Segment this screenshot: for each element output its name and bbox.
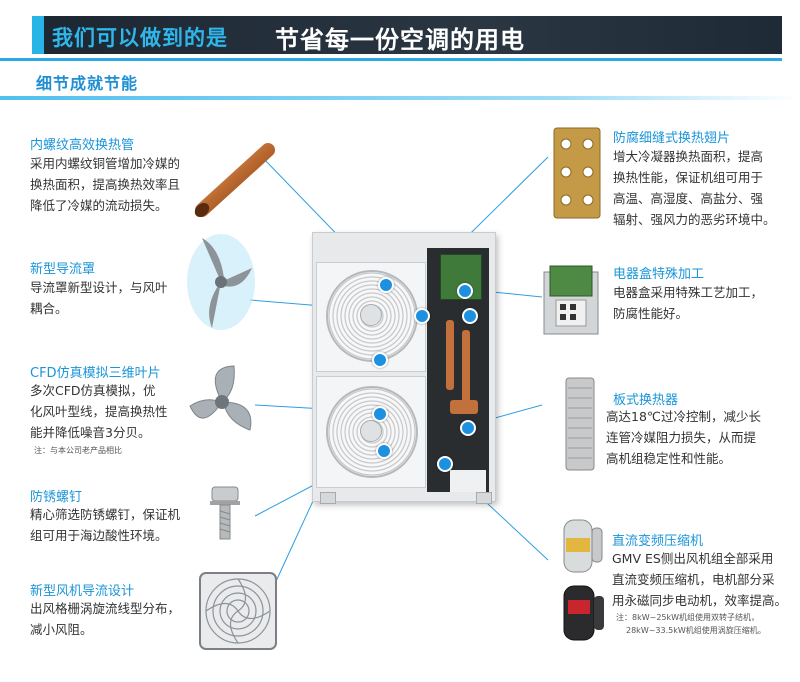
feature-title: 防锈螺钉 xyxy=(30,490,83,505)
plate-heat-exchanger-icon xyxy=(565,377,595,471)
marker-dot xyxy=(372,406,388,422)
marker-dot xyxy=(437,456,453,472)
feature-line: 电器盒采用特殊工艺加工， xyxy=(613,285,764,300)
feature-title: 新型风机导流设计 xyxy=(30,584,135,599)
marker-dot xyxy=(414,308,430,324)
header-divider xyxy=(0,58,782,61)
feature-line: 增大冷凝器换热面积，提高 xyxy=(613,149,764,164)
feature-text: 出风格栅涡旋流线型分布， 减小风阻。 xyxy=(30,598,180,640)
marker-dot xyxy=(378,277,394,293)
grille-icon xyxy=(199,572,277,650)
header-right-title: 节省每一份空调的用电 xyxy=(275,26,525,54)
subtitle-divider xyxy=(0,96,800,100)
header-accent-stripe xyxy=(32,16,44,54)
fan-blade-icon xyxy=(189,365,252,431)
feature-line: 用永磁同步电动机，效率提高。 xyxy=(612,593,788,608)
electrical-box-icon xyxy=(543,265,599,335)
feature-note: 注：8kW~25kW机组使用双转子结机， 28kW~33.5kW机组使用涡旋压缩… xyxy=(616,611,766,637)
feature-title: 内螺纹高效换热管 xyxy=(30,138,135,153)
screw-icon xyxy=(210,486,240,540)
compressor-icon xyxy=(563,519,604,641)
feature-line: 导流罩新型设计，与风叶 xyxy=(30,280,168,295)
fan-shroud-icon xyxy=(187,234,255,330)
feature-note-line: 28kW~33.5kW机组使用涡旋压缩机。 xyxy=(626,626,766,635)
feature-line: 耦合。 xyxy=(30,301,68,316)
feature-line: 连管冷媒阻力损失，从而提 xyxy=(606,430,757,445)
feature-line: 高达18℃过冷控制，减少长 xyxy=(606,409,761,424)
feature-text: 精心筛选防锈螺钉，保证机 组可用于海边酸性环境。 xyxy=(30,504,180,546)
fin-plate-icon xyxy=(553,127,601,219)
refrigerant-pipe xyxy=(462,330,470,410)
feature-title: 板式换热器 xyxy=(613,393,679,408)
feature-title: 新型导流罩 xyxy=(30,262,96,277)
feature-text: GMV ES侧出风机组全部采用 直流变频压缩机，电机部分采 用永磁同步电动机，效… xyxy=(612,548,787,611)
feature-line: 出风格栅涡旋流线型分布， xyxy=(30,601,181,616)
upper-fan-hub xyxy=(360,304,382,326)
header-left-title: 我们可以做到的是 xyxy=(52,26,228,50)
feature-text: 采用内螺纹铜管增加冷媒的 换热面积，提高换热效率且 降低了冷媒的流动损失。 xyxy=(30,153,180,216)
copper-tube-icon xyxy=(194,143,275,217)
section-subtitle: 细节成就节能 xyxy=(36,74,139,93)
feature-line: GMV ES侧出风机组全部采用 xyxy=(612,551,774,566)
marker-dot xyxy=(457,283,473,299)
feature-text: 电器盒采用特殊工艺加工， 防腐性能好。 xyxy=(613,282,763,324)
base-cover xyxy=(450,470,486,492)
feature-line: 辐射、强风力的恶劣环境中。 xyxy=(613,212,776,227)
marker-dot xyxy=(376,443,392,459)
feature-text: 增大冷凝器换热面积，提高 换热性能，保证机组可用于 高温、高湿度、高盐分、强 辐… xyxy=(613,146,776,230)
feature-line: 降低了冷媒的流动损失。 xyxy=(30,198,168,213)
feature-title: 防腐细缝式换热翅片 xyxy=(613,131,731,146)
feature-line: 直流变频压缩机，电机部分采 xyxy=(612,572,775,587)
feature-line: 精心筛选防锈螺钉，保证机 xyxy=(30,507,181,522)
feature-line: 换热性能，保证机组可用于 xyxy=(613,170,764,185)
feature-line: 减小风阻。 xyxy=(30,622,93,637)
feature-line: 多次CFD仿真模拟，优 xyxy=(30,383,156,398)
refrigerant-pipe xyxy=(446,320,454,390)
feature-line: 高温、高湿度、高盐分、强 xyxy=(613,191,764,206)
marker-dot xyxy=(372,352,388,368)
feature-text: 高达18℃过冷控制，减少长 连管冷媒阻力损失，从而提 高机组稳定性和性能。 xyxy=(606,406,761,469)
refrigerant-pipe xyxy=(450,400,478,414)
unit-foot xyxy=(476,492,492,504)
feature-line: 采用内螺纹铜管增加冷媒的 xyxy=(30,156,181,171)
feature-text: 多次CFD仿真模拟，优 化风叶型线，提高换热性 能并降低噪音3分贝。 xyxy=(30,380,168,443)
feature-line: 能并降低噪音3分贝。 xyxy=(30,425,151,440)
feature-line: 防腐性能好。 xyxy=(613,306,689,321)
feature-line: 高机组稳定性和性能。 xyxy=(606,451,732,466)
feature-text: 导流罩新型设计，与风叶 耦合。 xyxy=(30,277,168,319)
feature-line: 化风叶型线，提高换热性 xyxy=(30,404,168,419)
unit-foot xyxy=(320,492,336,504)
feature-line: 换热面积，提高换热效率且 xyxy=(30,177,181,192)
feature-title: CFD仿真模拟三维叶片 xyxy=(30,366,161,381)
marker-dot xyxy=(462,308,478,324)
feature-note-line: 注：8kW~25kW机组使用双转子结机， xyxy=(616,613,760,622)
header-banner xyxy=(32,16,782,54)
marker-dot xyxy=(460,420,476,436)
feature-note: 注：与本公司老产品相比 xyxy=(34,446,122,455)
lower-fan-hub xyxy=(360,420,382,442)
feature-title: 电器盒特殊加工 xyxy=(613,267,705,282)
feature-title: 直流变频压缩机 xyxy=(612,534,704,549)
feature-line: 组可用于海边酸性环境。 xyxy=(30,528,168,543)
